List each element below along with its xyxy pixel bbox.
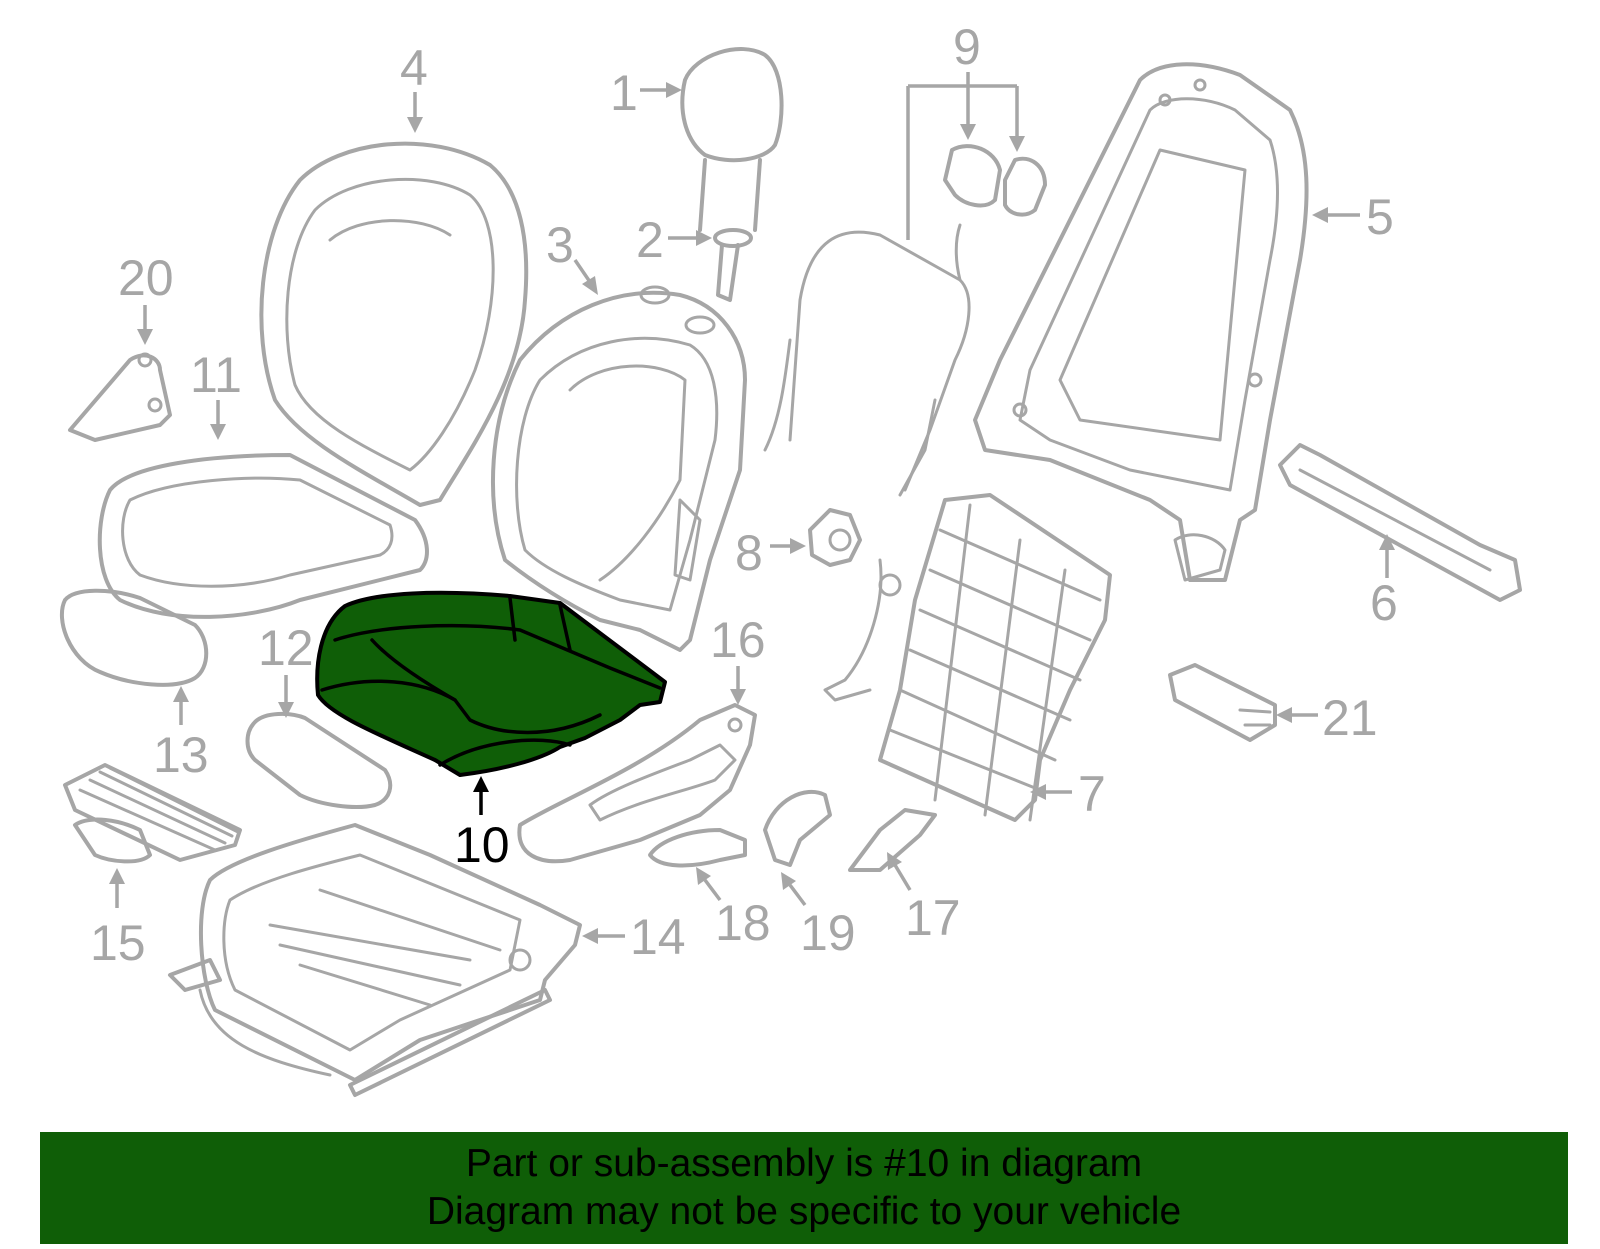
callout-18[interactable]: 18 (715, 895, 771, 951)
part-20-trim-bracket[interactable] (68, 352, 172, 442)
part-1-headrest[interactable] (680, 47, 784, 232)
part-16-side-trim[interactable] (517, 703, 757, 864)
part-4-backrest-cover[interactable] (259, 141, 529, 507)
callout-12[interactable]: 12 (258, 620, 314, 676)
callout-9[interactable]: 9 (953, 19, 981, 75)
callout-17[interactable]: 17 (905, 890, 961, 946)
part-7-spring-mat[interactable] (823, 493, 1112, 822)
part-14-seat-frame[interactable] (168, 823, 582, 1097)
part-15-mat-tray[interactable] (63, 763, 242, 864)
callout-6[interactable]: 6 (1370, 575, 1398, 631)
part-2-guide-sleeve[interactable] (713, 228, 753, 302)
callout-15[interactable]: 15 (90, 915, 146, 971)
callout-10[interactable]: 10 (454, 817, 510, 873)
callout-1[interactable]: 1 (610, 65, 638, 121)
callout-20[interactable]: 20 (118, 250, 174, 306)
banner-line-1: Part or sub-assembly is #10 in diagram (465, 1142, 1143, 1185)
part-13-pad[interactable] (59, 588, 209, 687)
part-6-side-rail[interactable] (1278, 443, 1522, 602)
callout-5[interactable]: 5 (1366, 189, 1394, 245)
part-5-backrest-frame[interactable] (973, 62, 1309, 582)
info-banner: Part or sub-assembly is #10 in diagram D… (40, 1132, 1568, 1244)
part-19-bracket[interactable] (763, 789, 832, 867)
callout-3[interactable]: 3 (546, 217, 574, 273)
wire-harness[interactable] (763, 230, 971, 497)
part-18-handle[interactable] (648, 828, 747, 868)
callout-4[interactable]: 4 (400, 40, 428, 96)
callout-8[interactable]: 8 (735, 525, 763, 581)
part-21-control-module[interactable] (1168, 663, 1277, 742)
part-9-adjusters[interactable] (943, 144, 1047, 282)
callout-leaders (109, 72, 1395, 944)
part-17-trim-cover[interactable] (848, 808, 937, 872)
callout-labels: 1 2 3 4 5 6 7 8 9 10 11 12 13 14 15 16 1… (90, 19, 1398, 971)
part-3-backrest-pad[interactable] (491, 285, 747, 652)
callout-11[interactable]: 11 (190, 347, 242, 403)
callout-13[interactable]: 13 (153, 727, 209, 783)
banner-line-2: Diagram may not be specific to your vehi… (426, 1190, 1182, 1233)
part-11-cushion-cover[interactable] (97, 453, 429, 619)
part-8-adjuster-knob[interactable] (808, 508, 862, 567)
callout-14[interactable]: 14 (630, 909, 686, 965)
callout-2[interactable]: 2 (636, 212, 664, 268)
part-10-cushion-pad[interactable] (315, 590, 667, 777)
callout-21[interactable]: 21 (1322, 690, 1378, 746)
callout-16[interactable]: 16 (710, 612, 766, 668)
callout-19[interactable]: 19 (800, 905, 856, 961)
callout-7[interactable]: 7 (1078, 766, 1106, 822)
part-12-pad[interactable] (245, 711, 393, 809)
